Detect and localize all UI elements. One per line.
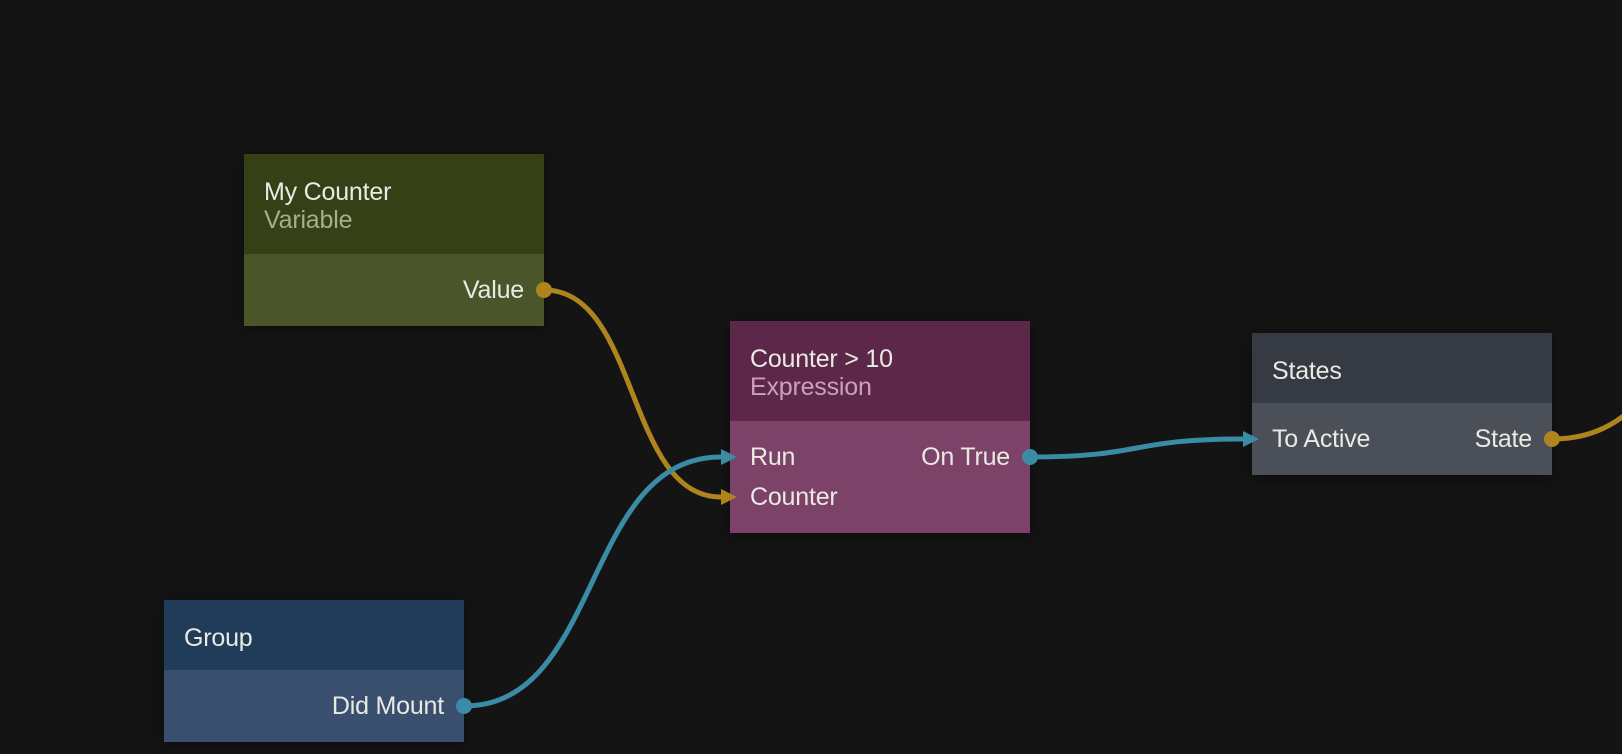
node-title: States [1272,357,1342,385]
node-title: Counter > 10 [750,345,893,373]
input-port-counter[interactable]: Counter [750,483,838,511]
node-subtitle: Variable [264,206,353,234]
output-connector-dot-did-mount[interactable] [456,698,472,714]
node-header-states[interactable]: States [1252,333,1552,403]
wire-value-to-counter[interactable] [543,287,737,505]
output-port-on-true[interactable]: On True [921,443,1010,471]
node-body-my-counter: Value [244,254,552,326]
wire-path-value-to-counter[interactable] [543,287,722,500]
node-port-row: To Active State [1252,419,1560,459]
node-header-group[interactable]: Group [164,600,464,670]
node-title: Group [184,624,253,652]
node-states[interactable]: States To Active State [1252,333,1560,475]
node-body-states: To Active State [1252,403,1560,475]
node-port-row: Value [244,270,552,310]
wire-ontrue-to-toactive[interactable] [1029,431,1259,460]
wire-path-ontrue-to-toactive[interactable] [1029,436,1244,460]
wire-path-state-to-offscreen[interactable] [1551,250,1622,442]
output-port-state[interactable]: State [1474,425,1533,453]
output-port-did-mount[interactable]: Did Mount [331,692,444,720]
node-title: My Counter [264,178,392,206]
output-connector-dot-state[interactable] [1544,431,1560,447]
node-body-group: Did Mount [164,670,472,742]
node-port-row: Counter [730,477,1030,517]
output-connector-dot-value[interactable] [536,282,552,298]
input-port-to-active[interactable]: To Active [1272,425,1371,453]
output-port-value[interactable]: Value [462,276,524,304]
wire-path-didmount-to-run[interactable] [463,454,722,709]
input-port-run[interactable]: Run [750,443,796,471]
wire-didmount-to-run[interactable] [463,449,737,709]
node-subtitle: Expression [750,373,872,401]
node-port-row: Did Mount [164,686,472,726]
output-connector-dot-on-true[interactable] [1022,449,1038,465]
wire-state-to-offscreen[interactable] [1551,250,1622,442]
node-port-row: Run On True [730,437,1038,477]
